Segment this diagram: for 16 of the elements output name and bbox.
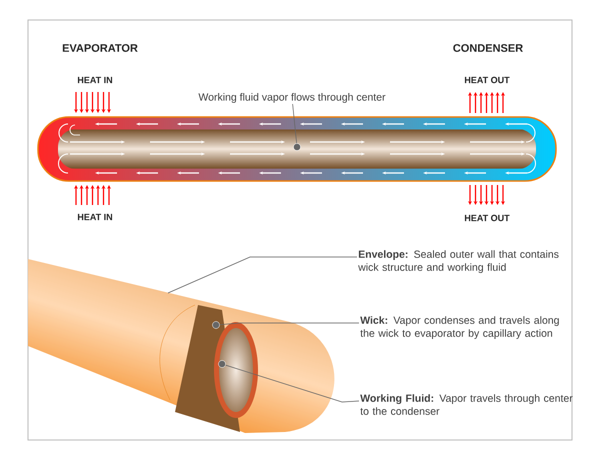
heading: HEAT IN bbox=[78, 76, 112, 84]
leader-line bbox=[292, 104, 297, 144]
heading: EVAPORATOR bbox=[62, 44, 138, 52]
heading: CONDENSER bbox=[453, 44, 523, 52]
marker-dot bbox=[293, 143, 301, 151]
callout-text: Wick: Vapor condenses and travels along the wick to evaporator by capillary action bbox=[360, 316, 559, 339]
callout-text: Working Fluid: Vapor travels through center to the condenser bbox=[360, 394, 573, 415]
heading: HEAT OUT bbox=[464, 76, 510, 84]
callout-text: Envelope: Sealed outer wall that contains wick structure and working fluid bbox=[358, 250, 559, 273]
heading: HEAT IN bbox=[78, 214, 112, 220]
leader-line bbox=[168, 256, 358, 294]
marker-dot bbox=[218, 360, 226, 368]
callout-text: Working fluid vapor flows through center bbox=[198, 93, 386, 103]
heading: HEAT OUT bbox=[464, 214, 510, 222]
leader-line bbox=[219, 322, 360, 326]
marker-dot bbox=[212, 321, 220, 329]
